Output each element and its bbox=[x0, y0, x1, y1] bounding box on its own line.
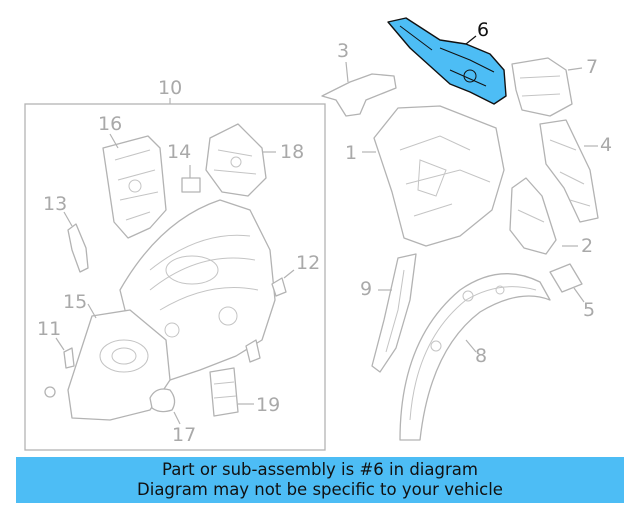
part-12-clip bbox=[271, 269, 295, 297]
part-4-brace bbox=[539, 119, 599, 223]
callout-19: 19 bbox=[256, 394, 281, 416]
callout-12: 12 bbox=[296, 252, 321, 274]
part-8-wheelhouse-outer bbox=[399, 273, 551, 441]
callout-10: 10 bbox=[158, 77, 183, 99]
banner-line-disclaimer: Diagram may not be specific to your vehi… bbox=[137, 480, 503, 499]
callout-5: 5 bbox=[583, 299, 596, 321]
part-18-panel bbox=[205, 123, 276, 197]
part-16-panel bbox=[102, 133, 167, 239]
callout-4: 4 bbox=[600, 134, 613, 156]
part-3-bracket bbox=[321, 61, 397, 117]
part-5-clip bbox=[549, 263, 585, 303]
callout-17: 17 bbox=[172, 424, 197, 446]
part-13-bracket bbox=[63, 211, 89, 273]
part-15-panel bbox=[67, 303, 171, 421]
callout-9: 9 bbox=[360, 278, 373, 300]
part-7-bracket bbox=[511, 57, 583, 117]
part-19-bracket bbox=[209, 367, 254, 417]
callout-6: 6 bbox=[477, 19, 490, 41]
part-6-highlighted bbox=[387, 17, 507, 105]
subassembly-box-10 bbox=[24, 103, 326, 451]
callout-13: 13 bbox=[43, 193, 68, 215]
callout-3: 3 bbox=[337, 40, 350, 62]
callout-15: 15 bbox=[63, 291, 88, 313]
callout-8: 8 bbox=[475, 345, 488, 367]
callout-11: 11 bbox=[37, 318, 62, 340]
callout-1: 1 bbox=[345, 142, 358, 164]
part-9-trim bbox=[371, 253, 417, 373]
part-14-bracket bbox=[181, 165, 201, 193]
grommet bbox=[44, 386, 56, 398]
callout-16: 16 bbox=[98, 113, 123, 135]
callout-7: 7 bbox=[586, 56, 599, 78]
diagram-drawing bbox=[24, 17, 599, 451]
part-1-quarter-panel bbox=[362, 105, 505, 247]
parts-diagram: 1 2 3 4 5 6 7 8 9 10 11 12 13 14 15 16 1… bbox=[24, 17, 613, 451]
callout-2: 2 bbox=[581, 235, 594, 257]
banner-line-part-number: Part or sub-assembly is #6 in diagram bbox=[162, 460, 478, 479]
small-clip bbox=[245, 339, 261, 363]
callout-18: 18 bbox=[280, 141, 305, 163]
part-11-clip bbox=[55, 337, 75, 369]
callout-14: 14 bbox=[167, 141, 192, 163]
info-banner: Part or sub-assembly is #6 in diagram Di… bbox=[16, 457, 624, 503]
part-2-bracket bbox=[509, 177, 578, 255]
part-17-bumper bbox=[149, 388, 181, 425]
